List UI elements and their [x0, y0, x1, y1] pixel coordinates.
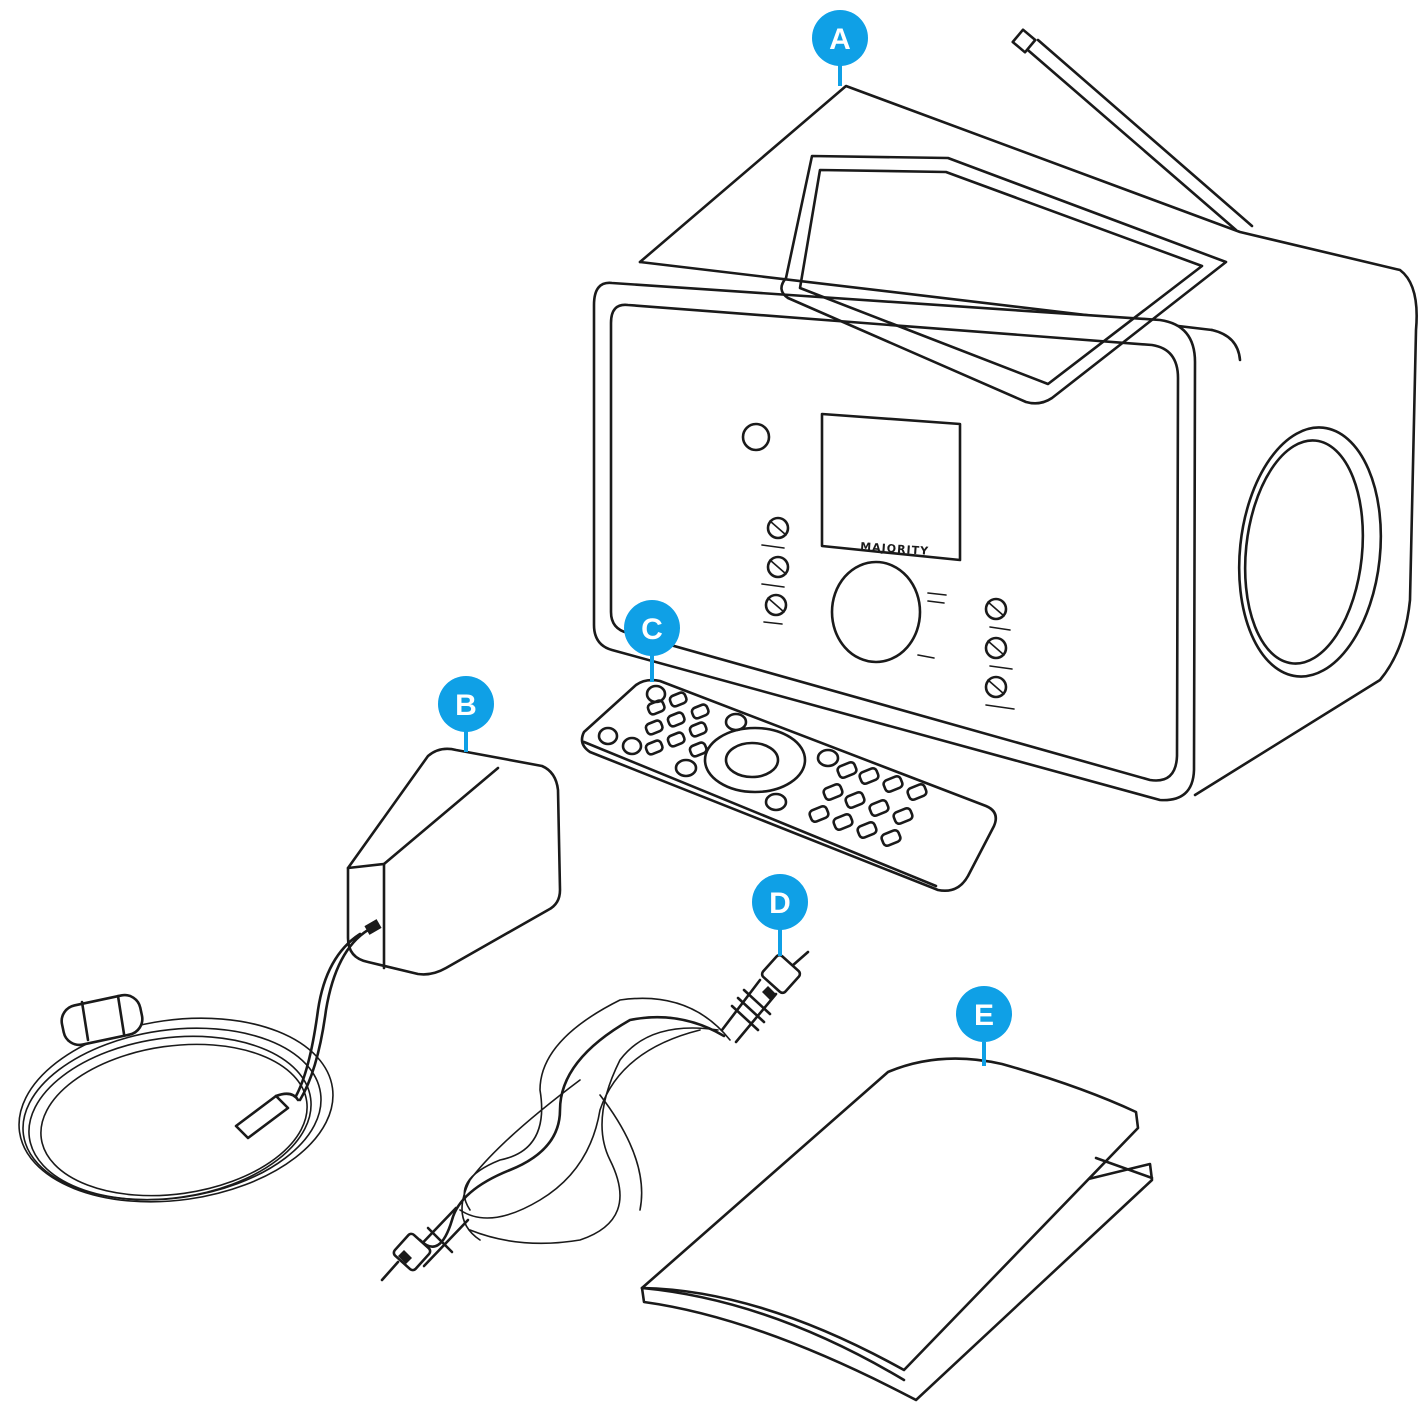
callout-e: E: [956, 986, 1012, 1066]
callout-label: D: [769, 887, 791, 920]
callout-marker: [956, 986, 1012, 1042]
manual-booklet-icon: [640, 1057, 1154, 1402]
callout-label: A: [829, 23, 851, 56]
callout-label: E: [974, 999, 994, 1032]
callout-label: C: [641, 613, 663, 646]
callout-marker: [812, 10, 868, 66]
callout-marker: [752, 874, 808, 930]
callout-c: C: [624, 600, 680, 682]
callout-marker: [624, 600, 680, 656]
radio-icon: MAJORITY: [592, 28, 1418, 802]
callout-a: A: [812, 10, 868, 86]
callout-marker: [438, 676, 494, 732]
callout-d: D: [752, 874, 808, 956]
callout-b: B: [438, 676, 494, 752]
remote-control-icon: [580, 678, 998, 892]
aux-cable-icon: [380, 950, 810, 1282]
callout-label: B: [455, 689, 477, 722]
power-adapter-icon: [18, 747, 562, 1203]
brand-label: MAJORITY: [860, 540, 930, 558]
